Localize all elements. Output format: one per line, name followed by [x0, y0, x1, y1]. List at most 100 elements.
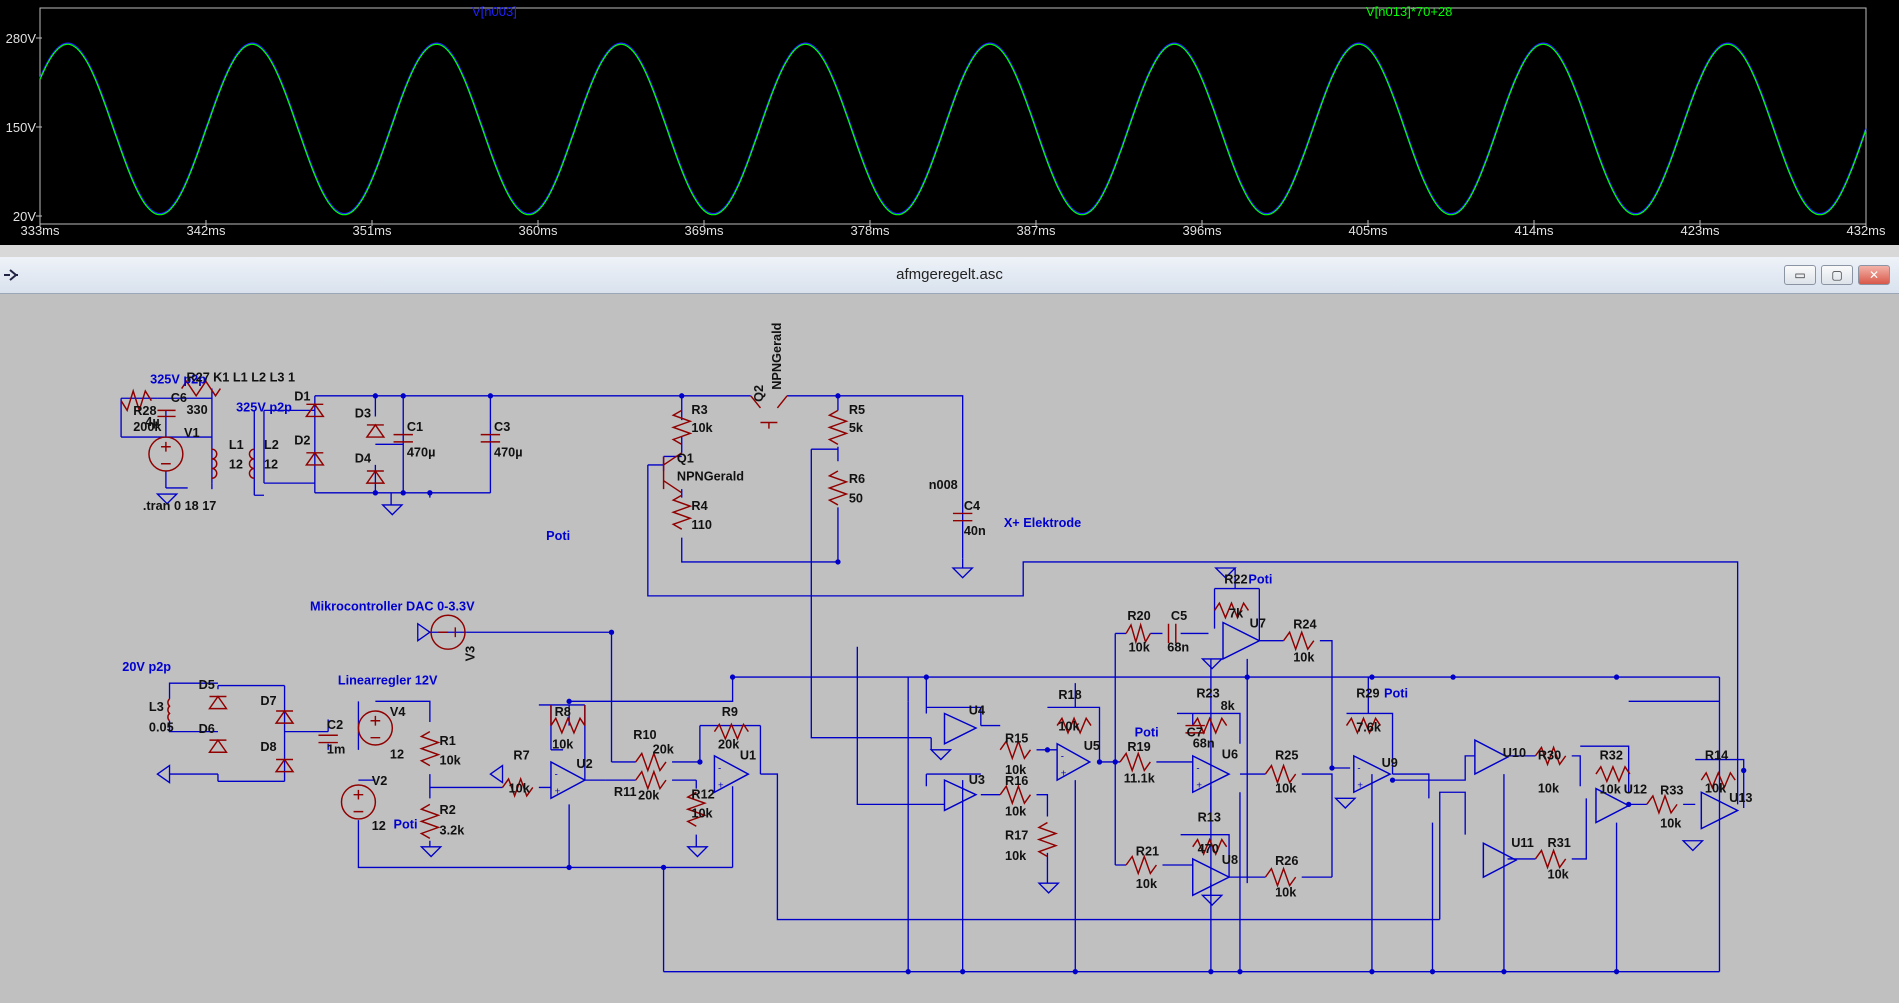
resistor-r33: [1646, 793, 1678, 816]
y-tick-label: 280V: [6, 31, 37, 46]
label-l3: L3: [149, 699, 164, 714]
capacitor-c7: [1185, 724, 1205, 734]
trace2-label[interactable]: V[n013]*70+28: [1366, 4, 1452, 19]
label-u7: U7: [1250, 615, 1266, 630]
close-button[interactable]: ✕: [1858, 265, 1890, 285]
splitter[interactable]: [0, 245, 1899, 257]
label-r7v: 10k: [509, 780, 531, 795]
svg-text:-: -: [1196, 764, 1199, 775]
label-q1: Q1: [677, 451, 694, 466]
resistor-r6: [827, 470, 849, 506]
label-r11v: 20k: [638, 788, 660, 803]
label-poti5: Poti: [1384, 686, 1408, 701]
label-r20v: 10k: [1129, 640, 1151, 655]
diode-d2: [304, 451, 325, 466]
label-c1: C1: [407, 419, 423, 434]
maximize-icon: ▢: [1831, 268, 1843, 282]
label-r6v: 50: [849, 491, 863, 506]
label-v1: V1: [184, 425, 200, 440]
window-titlebar[interactable]: afmgeregelt.asc ▭ ▢ ✕: [0, 257, 1899, 294]
schematic-app-icon[interactable]: [2, 266, 20, 284]
label-r29v: 7.6k: [1356, 720, 1382, 735]
label-r22v: 7k: [1229, 606, 1244, 621]
label-r12v: 10k: [691, 806, 713, 821]
capacitor-c1: [393, 433, 413, 443]
transistor-q1: [662, 452, 683, 494]
resistor-r11: [635, 769, 667, 791]
opamp-u12: [1595, 787, 1631, 824]
label-k1: K1 L1 L2 L3 1: [213, 369, 295, 384]
label-r24: R24: [1293, 617, 1316, 632]
resistor-r2: [419, 803, 441, 839]
label-r16: R16: [1005, 773, 1028, 788]
label-u4: U4: [969, 703, 985, 718]
label-r18v: 10k: [1058, 718, 1080, 733]
junction-dots: [372, 393, 1747, 975]
label-u9: U9: [1382, 755, 1398, 770]
label-r26v: 10k: [1275, 885, 1297, 900]
label-r3v: 10k: [691, 420, 713, 435]
label-d1: D1: [294, 389, 310, 404]
label-r15v: 10k: [1005, 762, 1027, 777]
inductor-l3: [167, 698, 171, 722]
x-tick-label: 351ms: [352, 223, 392, 238]
label-poti3: Poti: [1135, 724, 1159, 739]
label-r4v: 110: [691, 517, 712, 532]
schematic-window: afmgeregelt.asc ▭ ▢ ✕: [0, 257, 1899, 1003]
x-tick-label: 432ms: [1846, 223, 1886, 238]
opamp-u2: [550, 760, 587, 800]
opamp-u7: [1222, 621, 1261, 661]
label-u6: U6: [1222, 746, 1238, 761]
opamp-u13: [1700, 791, 1740, 830]
resistor-r30: [1534, 745, 1567, 767]
label-r19: R19: [1127, 739, 1150, 754]
label-r30v: 10k: [1538, 780, 1560, 795]
label-r30: R30: [1538, 748, 1561, 763]
label-pp20: 20V p2p: [122, 659, 171, 674]
label-c3v: 470µ: [494, 444, 523, 459]
label-l1v: 12: [229, 457, 243, 472]
label-r10: R10: [633, 727, 656, 742]
label-r10v: 20k: [653, 741, 675, 756]
maximize-button[interactable]: ▢: [1821, 265, 1853, 285]
label-d4: D4: [355, 451, 371, 466]
label-r13v: 470: [1198, 841, 1219, 856]
trace-v-n013: [39, 43, 1867, 216]
diode-d8: [274, 758, 295, 773]
label-xel: X+ Elektrode: [1004, 515, 1081, 530]
svg-text:+: +: [555, 787, 561, 798]
label-d7: D7: [260, 693, 276, 708]
resistor-r5: [827, 409, 849, 445]
label-r2: R2: [440, 802, 456, 817]
label-r4: R4: [691, 498, 707, 513]
svg-text:+: +: [1357, 781, 1363, 792]
x-tick-label: 405ms: [1348, 223, 1388, 238]
label-u10: U10: [1503, 745, 1526, 760]
label-c5v: 68n: [1167, 640, 1189, 655]
capacitor-c5: [1167, 623, 1177, 644]
diode-d5: [208, 695, 228, 710]
resistor-r21: [1125, 854, 1158, 876]
label-r21v: 10k: [1136, 876, 1158, 891]
label-l1: L1: [229, 437, 244, 452]
label-pp325b: 325V p2p: [236, 400, 292, 415]
label-r17: R17: [1005, 828, 1028, 843]
label-r33: R33: [1660, 783, 1683, 798]
resistor-r25: [1264, 763, 1297, 785]
inductor-l1: [211, 448, 218, 479]
trace1-label[interactable]: V[n003]: [472, 4, 517, 19]
svg-text:-: -: [1061, 752, 1064, 763]
schematic-canvas[interactable]: -+ -+ -+ -+ -+ 325V p2p 325V p2p R27 K1 …: [0, 294, 1899, 1003]
svg-text:+: +: [1196, 781, 1202, 792]
diode-d6: [208, 738, 228, 753]
label-poti4: Poti: [1248, 572, 1272, 587]
label-c2: C2: [327, 717, 343, 732]
label-r28: R28: [133, 403, 156, 418]
opamp-u3: [943, 778, 978, 812]
ground-symbols: [155, 493, 1705, 906]
minimize-button[interactable]: ▭: [1784, 265, 1816, 285]
label-d3: D3: [355, 406, 371, 421]
